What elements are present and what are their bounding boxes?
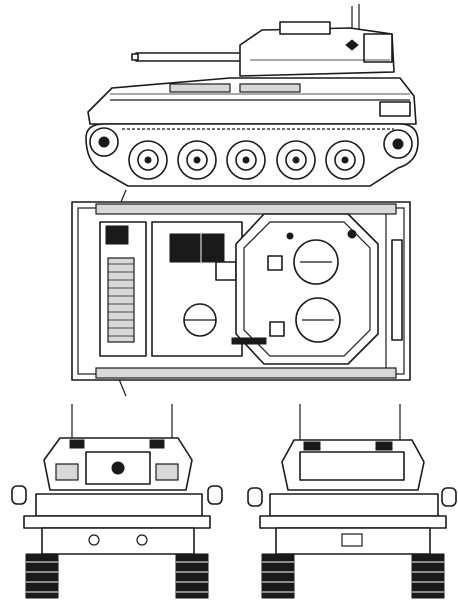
hull-front [35, 493, 203, 517]
rear-view [247, 404, 457, 599]
front-view [11, 404, 223, 599]
gun-mantlet [231, 337, 267, 345]
side-mirror [11, 485, 27, 505]
bustle [299, 451, 405, 481]
grille [105, 225, 129, 245]
stowage-bin [239, 83, 301, 93]
sight-housing [363, 33, 393, 63]
side-mirror [441, 487, 457, 507]
tracks-rear [261, 553, 445, 599]
hull-rear [269, 493, 439, 517]
side-mirror [247, 487, 263, 507]
rear-door-handle [341, 533, 363, 547]
tracks-front [25, 553, 209, 599]
track-guard [95, 203, 397, 215]
turret-marking [345, 39, 359, 51]
gun-muzzle [111, 461, 125, 475]
commander-cupola [279, 21, 331, 35]
side-view [85, 4, 419, 187]
hatch [201, 233, 225, 263]
louvres [107, 257, 135, 343]
muzzle [131, 53, 139, 61]
side-mirror [207, 485, 223, 505]
track-guard [95, 367, 397, 379]
stowage-bin [169, 83, 231, 93]
gun-barrel [135, 52, 247, 62]
hatch [169, 233, 201, 263]
rear-stowage [379, 101, 411, 117]
road-wheels [128, 140, 365, 180]
top-view [71, 189, 411, 397]
